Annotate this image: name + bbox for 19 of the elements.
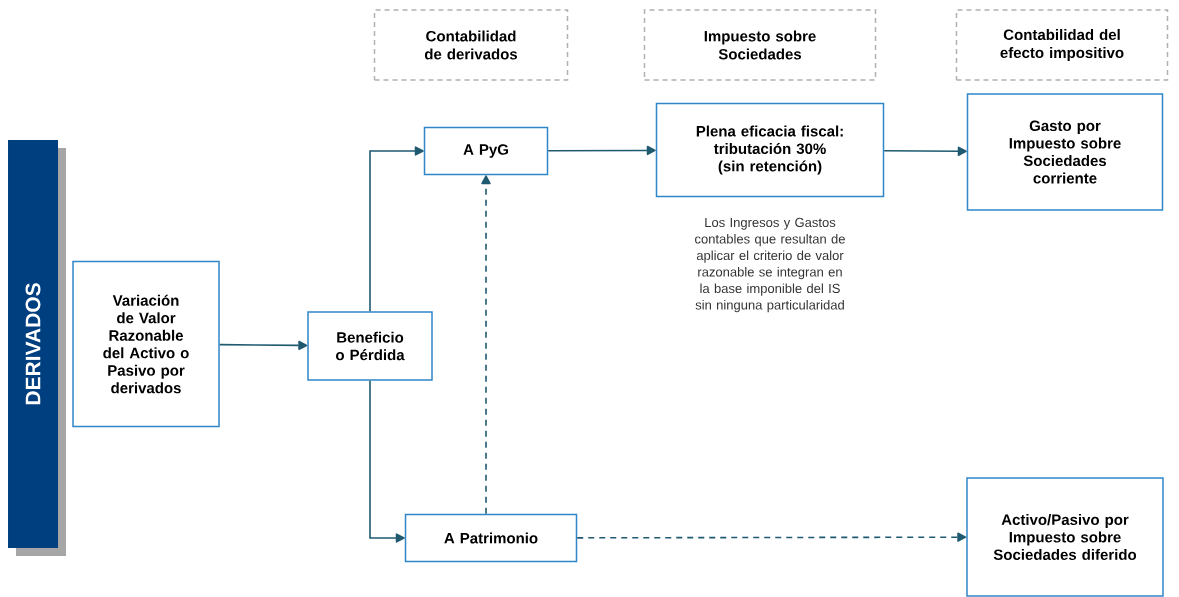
arrow: [218, 340, 308, 351]
process-box: A PyG: [423, 126, 549, 176]
column-header: Contabilidad de derivados: [373, 9, 569, 81]
arrow: [369, 379, 405, 543]
process-box: Plena eficacia fiscal: tributación 30% (sin retención): [655, 102, 885, 198]
arrow: [883, 146, 967, 156]
column-header: Impuesto sobre Sociedades: [643, 9, 877, 81]
side-band: DERIVADOS: [8, 140, 58, 548]
process-box: Beneficio o Pérdida: [307, 311, 433, 381]
process-box: Gasto por Impuesto sobre Sociedades corriente: [966, 93, 1164, 211]
note-text: Los Ingresos y Gastos contables que resultan de aplicar el criterio de valor razonable se integran en la base imponible del IS sin ninguna particularidad: [695, 217, 845, 313]
column-header: Contabilidad del efecto impositivo: [955, 9, 1169, 81]
arrow: [481, 175, 491, 515]
process-box: A Patrimonio: [404, 513, 578, 563]
arrow: [576, 532, 967, 542]
process-box: Activo/Pasivo por Impuesto sobre Sociedades diferido: [966, 477, 1164, 597]
arrow: [547, 145, 656, 156]
process-box: Variación de Valor Razonable del Activo o Pasivo por derivados: [72, 260, 220, 428]
arrow: [369, 146, 424, 313]
